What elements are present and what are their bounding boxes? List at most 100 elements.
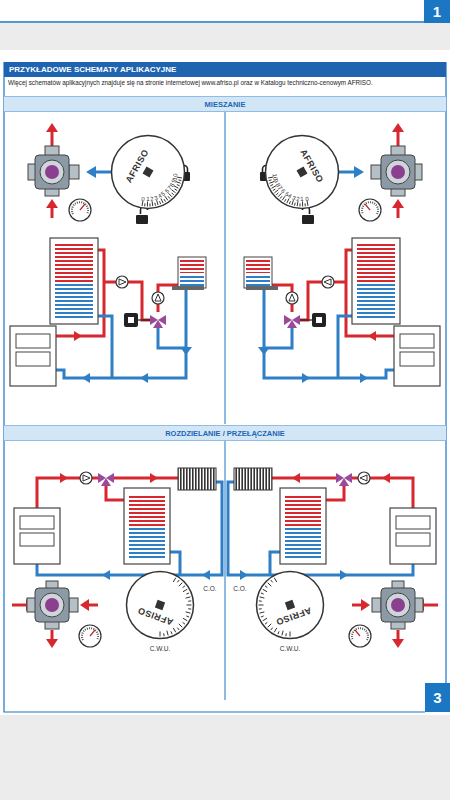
dial-tick xyxy=(259,608,262,609)
dial-tick xyxy=(183,622,185,624)
dial-tick xyxy=(177,185,180,186)
dial-tick xyxy=(270,185,273,186)
dial-tick xyxy=(265,586,267,588)
logo-mark xyxy=(155,600,165,610)
dial-tick xyxy=(179,583,183,587)
dial-tick xyxy=(299,203,300,206)
logo-mark xyxy=(285,600,295,610)
dial-outline xyxy=(255,570,325,640)
dial-tick xyxy=(274,628,277,632)
dial-tick xyxy=(161,199,163,203)
dial-tick xyxy=(280,196,282,198)
dial-tick xyxy=(168,193,171,197)
node-text: 1 xyxy=(433,3,441,20)
dial-tick xyxy=(285,633,286,636)
dial-tick xyxy=(173,578,176,582)
dial-tick xyxy=(183,586,185,588)
heading-text: PRZYKŁADOWE SCHEMATY APLIKACYJNE xyxy=(9,65,176,74)
section-band: ROZDZIELANIE / PRZEŁĄCZANIE xyxy=(4,425,446,441)
dial-tick xyxy=(278,631,279,634)
dial-tick xyxy=(274,578,277,582)
dial-tick xyxy=(289,201,290,204)
dial-tick xyxy=(269,179,272,181)
dial-tick xyxy=(263,589,267,592)
dial-tick xyxy=(260,597,265,598)
dial-tick xyxy=(163,633,164,636)
position-label: C.O. xyxy=(233,585,246,592)
dial-tick xyxy=(167,631,168,636)
dial-tick xyxy=(261,616,264,617)
dial-tick xyxy=(305,203,306,206)
dial-tick xyxy=(186,597,191,598)
position-label: C.O. xyxy=(203,585,216,592)
dial-tick xyxy=(273,189,276,191)
dial-tick xyxy=(284,199,286,202)
dial-tick xyxy=(186,616,189,617)
dial-tick xyxy=(259,605,264,606)
dial-tick xyxy=(186,593,189,594)
dial-tick xyxy=(297,201,299,206)
note-text: Więcej schematów aplikacyjnych znajduje … xyxy=(8,79,444,87)
page-sheet xyxy=(0,50,450,715)
position-label: C.W.U. xyxy=(280,645,301,652)
logo-mark xyxy=(297,167,308,178)
page-frame xyxy=(4,62,446,712)
dial-tick xyxy=(171,631,172,634)
dial-tick xyxy=(259,600,262,601)
dial-tick xyxy=(290,632,291,637)
dial-knob: AFRISO xyxy=(255,570,325,640)
dial-tick xyxy=(160,201,161,204)
dial-tick xyxy=(282,196,285,200)
diverting-schematic xyxy=(12,468,222,648)
panel-divider xyxy=(225,441,226,700)
previous-page xyxy=(0,0,450,23)
node-text: MIESZANIE xyxy=(205,100,246,109)
dial-knob: AFRISO xyxy=(125,570,195,640)
dial-tick xyxy=(175,189,178,191)
dial-tick xyxy=(271,580,273,582)
dial-tick xyxy=(302,201,303,206)
dial-tick xyxy=(188,608,191,609)
logo-mark xyxy=(143,167,154,178)
dial-tick xyxy=(154,203,156,206)
dial-tick xyxy=(276,193,278,195)
scale-number: 0 xyxy=(305,195,309,201)
dial-tick xyxy=(152,201,154,206)
dial-outline xyxy=(125,570,195,640)
title-band: PRZYKŁADOWE SCHEMATY APLIKACYJNE xyxy=(4,62,446,77)
dial-tick xyxy=(183,618,187,621)
dial-tick xyxy=(172,193,174,195)
dial-tick xyxy=(165,196,168,200)
dial-tick xyxy=(177,628,179,630)
dial-tick xyxy=(178,179,181,181)
panel-divider xyxy=(225,112,226,424)
dial-tick xyxy=(164,199,166,202)
dial-tick xyxy=(265,622,267,624)
page-tab: 1 xyxy=(424,0,450,23)
dial-tick xyxy=(183,589,187,592)
scale-number: 1 xyxy=(146,196,149,202)
dial-tick xyxy=(263,618,267,621)
page-tab: 3 xyxy=(425,683,450,712)
dial-tick xyxy=(144,203,145,206)
dial-tick xyxy=(260,612,265,613)
dial-tick xyxy=(172,190,176,193)
dial-tick xyxy=(179,624,183,628)
dial-rim xyxy=(112,136,185,209)
dial-tick xyxy=(268,624,272,628)
node-text: ROZDZIELANIE / PRZEŁĄCZANIE xyxy=(165,429,285,438)
dial-tick xyxy=(271,628,273,630)
mixing-schematic xyxy=(10,123,206,386)
dial-tick xyxy=(173,628,176,632)
dial-tick xyxy=(168,196,170,198)
section-band: MIESZANIE xyxy=(4,96,446,112)
node-text: 3 xyxy=(433,689,441,706)
dial-tick xyxy=(149,203,150,206)
dial-tick xyxy=(188,600,191,601)
dial-rim xyxy=(266,136,339,209)
scale-number: 2 xyxy=(150,196,154,202)
scale-number: 10 xyxy=(171,173,178,181)
position-label: C.W.U. xyxy=(150,645,171,652)
dial-tick xyxy=(294,203,296,206)
